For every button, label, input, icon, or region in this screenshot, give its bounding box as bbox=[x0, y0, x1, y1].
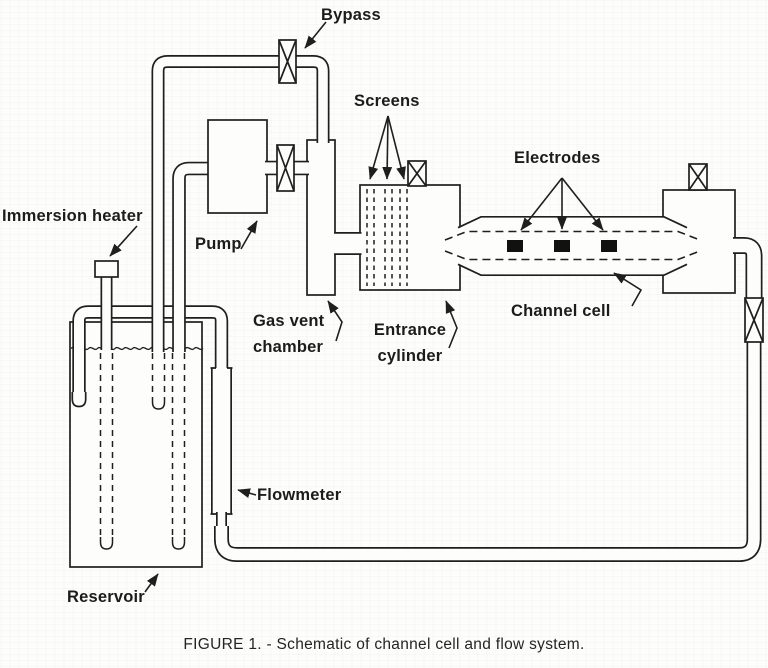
reservoir-tank bbox=[69, 321, 204, 568]
return-pipe-outlet-end bbox=[71, 392, 87, 408]
channel-cell-tube bbox=[444, 215, 701, 277]
return-arc-pipe bbox=[71, 305, 229, 408]
screens-arrow-1 bbox=[368, 115, 389, 180]
entrance-cylinder-box bbox=[359, 184, 461, 291]
label-gas-vent-line2: chamber bbox=[253, 338, 324, 356]
gas-vent-chamber-arrow bbox=[327, 300, 343, 342]
pump-suction-pipe bbox=[172, 161, 212, 352]
electrode-3 bbox=[601, 240, 617, 252]
label-gas-vent-line1: Gas vent bbox=[253, 312, 325, 330]
flowmeter-arrow bbox=[237, 488, 257, 498]
label-entrance-line1: Entrance bbox=[373, 321, 447, 339]
submerged-tube-heater bbox=[99, 353, 114, 550]
figure-caption: FIGURE 1. - Schematic of channel cell an… bbox=[183, 636, 585, 653]
reservoir-arrow bbox=[144, 573, 159, 593]
immersion-heater-symbol bbox=[94, 260, 119, 350]
submerged-tube-short bbox=[151, 353, 166, 410]
label-screens: Screens bbox=[354, 92, 420, 110]
label-entrance-line2: cylinder bbox=[377, 347, 443, 365]
label-pump: Pump bbox=[195, 235, 242, 253]
label-reservoir: Reservoir bbox=[67, 588, 145, 606]
submerged-tubes bbox=[99, 353, 186, 550]
exit-cylinder-valve bbox=[688, 163, 708, 191]
label-bypass: Bypass bbox=[321, 6, 381, 24]
electrodes-arrow-1 bbox=[520, 177, 563, 231]
bypass-pipe bbox=[151, 55, 330, 352]
bottom-return-pipe bbox=[214, 341, 762, 562]
immersion-heater-arrow bbox=[109, 225, 138, 257]
pump-outlet-valve bbox=[276, 144, 295, 192]
drain-valve bbox=[744, 297, 764, 343]
electrode-2 bbox=[554, 240, 570, 252]
electrodes-arrow-3 bbox=[561, 177, 604, 231]
screens-arrow-2 bbox=[382, 115, 393, 180]
label-electrodes: Electrodes bbox=[514, 149, 601, 167]
bypass-arrow bbox=[304, 21, 327, 49]
label-arrows bbox=[109, 21, 643, 593]
label-gas-vent-chamber: Gas vent chamber bbox=[253, 308, 324, 360]
gas-vent-chamber-box bbox=[306, 139, 336, 296]
entrance-cylinder-valve bbox=[407, 160, 427, 187]
submerged-tube-long bbox=[171, 353, 186, 550]
flowmeter-tube bbox=[210, 367, 233, 528]
label-flowmeter: Flowmeter bbox=[257, 486, 342, 504]
bypass-valve bbox=[278, 39, 297, 84]
label-immersion-heater: Immersion heater bbox=[2, 207, 143, 225]
entrance-cylinder-arrow bbox=[445, 300, 458, 349]
label-entrance-cylinder: Entrance cylinder bbox=[366, 317, 454, 369]
exit-elbow-pipe bbox=[733, 237, 763, 300]
electrode-1 bbox=[507, 240, 523, 252]
label-channel-cell: Channel cell bbox=[511, 302, 611, 320]
pump-arrow bbox=[240, 220, 258, 250]
pump-box bbox=[207, 119, 268, 214]
channel-cell-arrow bbox=[613, 272, 643, 307]
screens-arrow-3 bbox=[387, 115, 406, 180]
